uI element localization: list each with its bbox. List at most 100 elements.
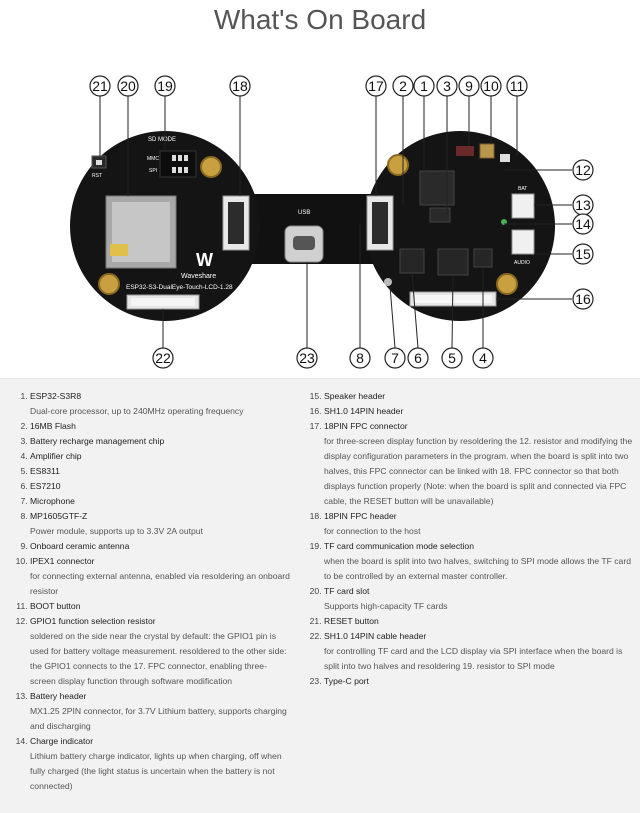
callout-number: 23 xyxy=(299,350,315,366)
callout-5: 5 xyxy=(441,347,463,369)
feature-description: Lithium battery charge indicator, lights… xyxy=(30,751,282,791)
feature-name: GPIO1 function selection resistor xyxy=(30,616,156,626)
silk-model: ESP32-S3-DualEye-Touch-LCD-1.28 xyxy=(126,284,233,291)
feature-name: Onboard ceramic antenna xyxy=(30,541,130,551)
callout-23: 23 xyxy=(296,347,318,369)
callout-6: 6 xyxy=(407,347,429,369)
feature-name: ES7210 xyxy=(30,481,61,491)
feature-description: Power module, supports up to 3.3V 2A out… xyxy=(30,526,203,536)
feature-item: BOOT button xyxy=(30,599,292,614)
silk-usb: USB xyxy=(298,210,310,216)
callout-number: 8 xyxy=(356,350,364,366)
callout-16: 16 xyxy=(572,288,594,310)
callout-7: 7 xyxy=(384,347,406,369)
callout-9: 9 xyxy=(458,75,480,97)
reset-button xyxy=(91,155,107,169)
feature-name: Speaker header xyxy=(324,391,386,401)
feature-item: Battery recharge management chip xyxy=(30,434,292,449)
feature-name: Battery recharge management chip xyxy=(30,436,165,446)
mounting-hole xyxy=(200,156,222,178)
feature-name: 18PIN FPC connector xyxy=(324,421,408,431)
mounting-hole xyxy=(98,273,120,295)
callout-14: 14 xyxy=(572,213,594,235)
flash-chip xyxy=(429,207,451,223)
silk-audio: AUDIO xyxy=(514,260,530,266)
feature-description: for connecting external antenna, enabled… xyxy=(30,571,290,596)
feature-item: RESET button xyxy=(324,614,634,629)
callout-number: 17 xyxy=(368,78,384,94)
page-title: What's On Board xyxy=(213,4,427,35)
callout-number: 3 xyxy=(443,78,451,94)
feature-name: Microphone xyxy=(30,496,75,506)
feature-name: TF card slot xyxy=(324,586,370,596)
callout-number: 15 xyxy=(575,246,591,262)
leader-lines xyxy=(99,96,572,349)
feature-item: Speaker header xyxy=(324,389,634,404)
callout-number: 11 xyxy=(510,78,525,94)
amplifier-chip xyxy=(473,248,493,268)
callout-number: 18 xyxy=(232,78,248,94)
mounting-hole xyxy=(496,273,518,295)
callout-17: 17 xyxy=(365,75,387,97)
feature-name: Type-C port xyxy=(324,676,369,686)
callout-12: 12 xyxy=(572,159,594,181)
feature-name: SH1.0 14PIN header xyxy=(324,406,404,416)
callout-18: 18 xyxy=(229,75,251,97)
feature-description: when the board is split into two halves,… xyxy=(324,556,631,581)
feature-description: soldered on the side near the crystal by… xyxy=(30,631,287,686)
fpc-connector-18pin-right xyxy=(366,195,394,251)
callout-number: 22 xyxy=(155,350,171,366)
feature-description: Dual-core processor, up to 240MHz operat… xyxy=(30,406,244,416)
feature-description: for controlling TF card and the LCD disp… xyxy=(324,646,623,671)
type-c-port xyxy=(284,225,324,263)
feature-item: ES8311 xyxy=(30,464,292,479)
callout-number: 1 xyxy=(420,78,428,94)
callout-number: 7 xyxy=(391,350,399,366)
feature-item: Microphone xyxy=(30,494,292,509)
callout-number: 9 xyxy=(465,78,473,94)
callout-21: 21 xyxy=(89,75,111,97)
callout-number: 4 xyxy=(479,350,487,366)
silk-sd-mode: SD MODE xyxy=(148,137,176,143)
tf-card-slot xyxy=(105,195,177,269)
callout-20: 20 xyxy=(117,75,139,97)
sd-mode-selector xyxy=(159,150,197,178)
waveshare-logo: W xyxy=(196,250,213,270)
feature-name: ES8311 xyxy=(30,466,60,476)
silk-brand: Waveshare xyxy=(181,273,216,280)
feature-name: 18PIN FPC header xyxy=(324,511,397,521)
callout-2: 2 xyxy=(392,75,414,97)
feature-name: Battery header xyxy=(30,691,87,701)
feature-description: Supports high-capacity TF cards xyxy=(324,601,448,611)
feature-item: Onboard ceramic antenna xyxy=(30,539,292,554)
boot-button xyxy=(500,154,510,162)
battery-header xyxy=(511,193,535,219)
feature-name: MP1605GTF-Z xyxy=(30,511,88,521)
silk-spi: SPI xyxy=(149,168,157,174)
speaker-header xyxy=(511,229,535,255)
silk-rst: RST xyxy=(92,173,102,179)
silk-bat: BAT xyxy=(518,186,527,192)
feature-item: 16MB Flash xyxy=(30,419,292,434)
feature-item: ES7210 xyxy=(30,479,292,494)
callout-3: 3 xyxy=(436,75,458,97)
feature-item: MP1605GTF-Z Power module, supports up to … xyxy=(30,509,292,539)
esp32-s3r8-chip xyxy=(419,170,455,206)
feature-list-right: Speaker headerSH1.0 14PIN header 18PIN FP… xyxy=(300,389,634,689)
feature-name: IPEX1 connector xyxy=(30,556,95,566)
board-diagram: SD MODE MMC SPI RST W Waveshare ESP32-S3… xyxy=(70,75,594,369)
callout-number: 14 xyxy=(575,216,591,232)
sh1-14pin-cable-header xyxy=(126,294,200,310)
feature-item: IPEX1 connector for connecting external a… xyxy=(30,554,292,599)
feature-item: Amplifier chip xyxy=(30,449,292,464)
callout-1: 1 xyxy=(413,75,435,97)
callout-11: 11 xyxy=(506,75,528,97)
feature-name: Amplifier chip xyxy=(30,451,82,461)
